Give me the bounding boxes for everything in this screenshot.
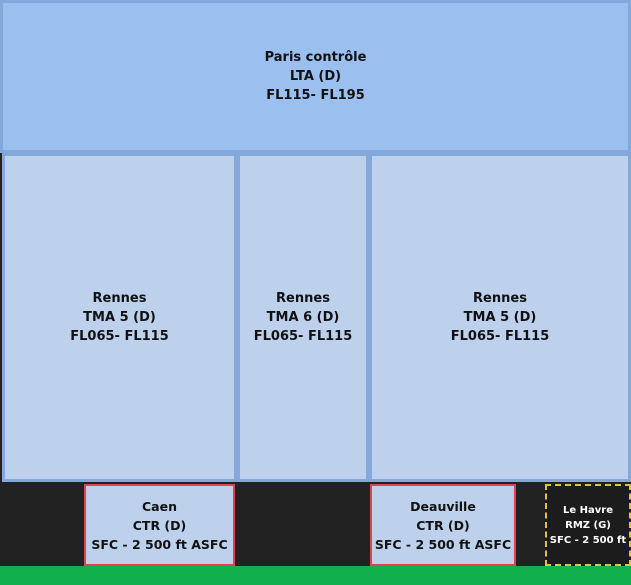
zone-name: Caen xyxy=(142,498,177,514)
zone-name: Rennes xyxy=(276,291,330,306)
tma-rennes-5-right-zone: Rennes TMA 5 (D) FL065- FL115 xyxy=(369,153,631,482)
ground-surface xyxy=(0,566,631,585)
zone-class: CTR (D) xyxy=(416,517,470,533)
zone-name: Rennes xyxy=(92,291,147,306)
zone-class: TMA 6 (D) xyxy=(266,310,340,325)
zone-name: Rennes xyxy=(473,291,527,306)
zone-name: Le Havre xyxy=(563,504,613,516)
zone-name: Deauville xyxy=(410,498,476,514)
zone-levels: SFC - 2 500 ft ASFC xyxy=(91,536,228,552)
zone-class: TMA 5 (D) xyxy=(463,310,537,325)
zone-class: TMA 5 (D) xyxy=(83,310,156,325)
zone-class: RMZ (G) xyxy=(565,519,611,531)
zone-levels: FL115- FL195 xyxy=(266,88,365,103)
zone-levels: SFC - 2 500 ft xyxy=(549,534,627,546)
zone-levels: FL065- FL115 xyxy=(450,329,550,344)
ctr-deauville-zone: Deauville CTR (D) SFC - 2 500 ft ASFC xyxy=(370,484,516,566)
ctr-caen-zone: Caen CTR (D) SFC - 2 500 ft ASFC xyxy=(84,484,235,566)
zone-levels: FL065- FL115 xyxy=(70,329,169,344)
lta-paris-zone: Paris contrôle LTA (D) FL115- FL195 xyxy=(0,0,631,153)
zone-levels: SFC - 2 500 ft ASFC xyxy=(374,536,512,552)
zone-name: Paris contrôle xyxy=(264,50,367,65)
tma-rennes-6-zone: Rennes TMA 6 (D) FL065- FL115 xyxy=(237,153,369,482)
rmz-le-havre-zone: Le Havre RMZ (G) SFC - 2 500 ft xyxy=(545,484,631,566)
tma-rennes-5-left-zone: Rennes TMA 5 (D) FL065- FL115 xyxy=(2,153,237,482)
zone-class: CTR (D) xyxy=(132,517,187,533)
zone-levels: FL065- FL115 xyxy=(253,329,353,344)
zone-class: LTA (D) xyxy=(289,69,342,84)
